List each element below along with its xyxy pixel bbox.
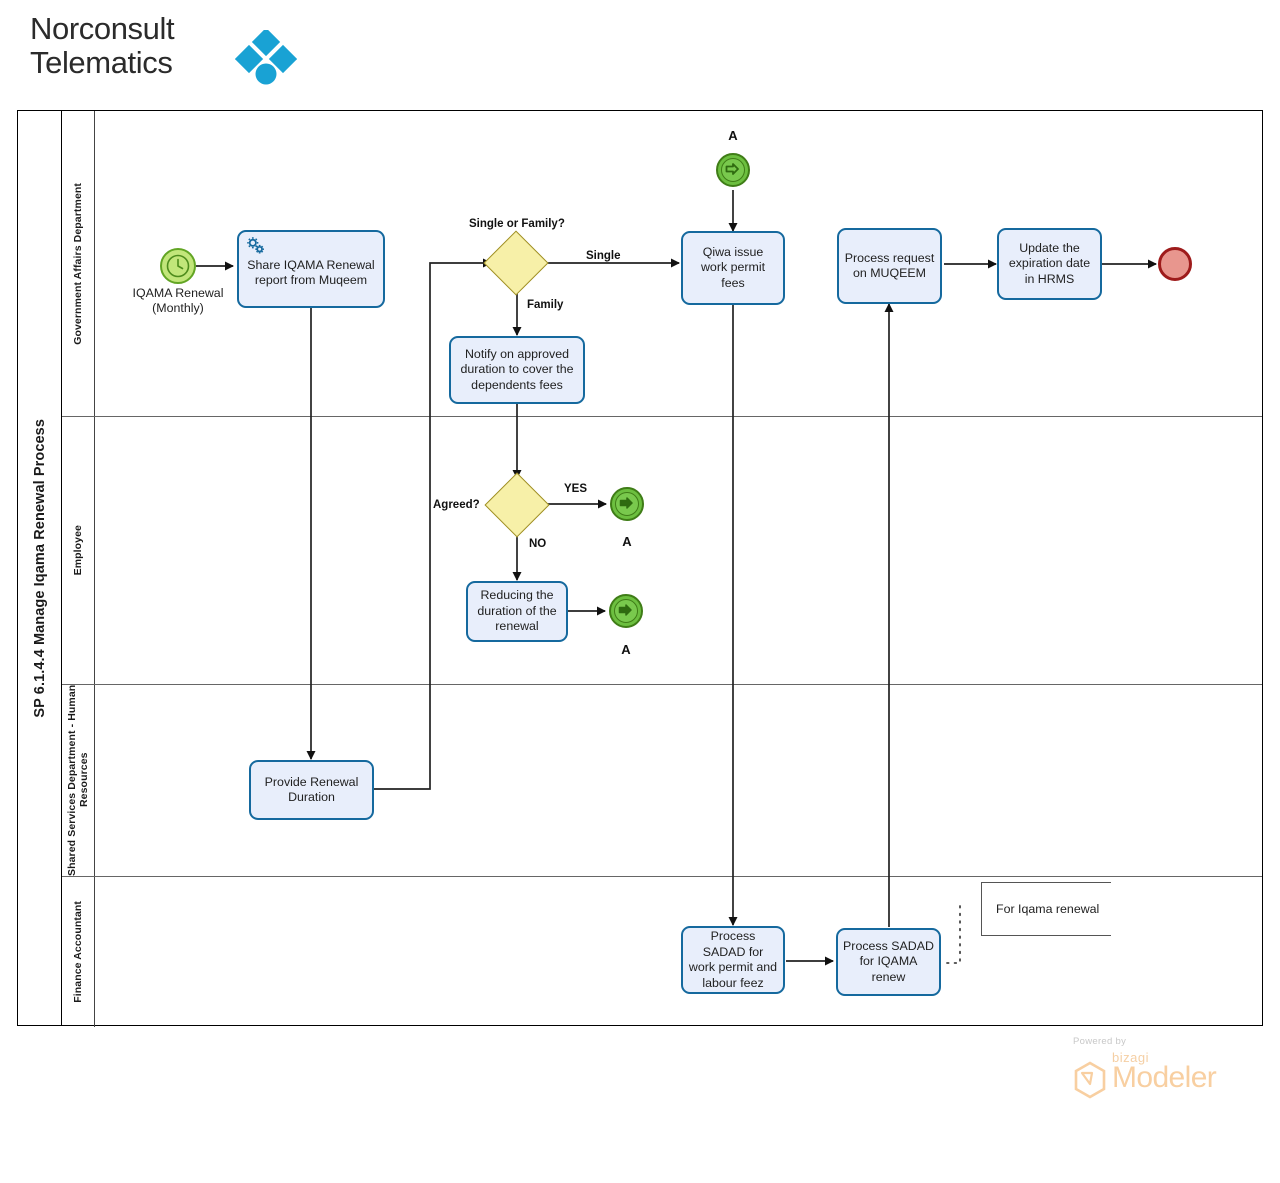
lane-finance-accountant: Finance Accountant (62, 876, 1264, 1027)
task-label-share-iqama-report: Share IQAMA Renewal report from Muqeem (247, 257, 375, 288)
footer-product: Modeler (1112, 1061, 1217, 1094)
lane-label-finance-accountant: Finance Accountant (72, 900, 84, 1003)
task-label-provide-renewal-duration: Provide Renewal Duration (264, 774, 359, 805)
flow-label-yes: YES (564, 483, 588, 495)
bizagi-footer: Powered by bizagi Modeler (1068, 1036, 1238, 1106)
lane-employee: Employee (62, 416, 1264, 684)
lane-government-affairs: Government Affairs Department (62, 111, 1264, 416)
lane-header-finance-accountant: Finance Accountant (62, 876, 95, 1027)
lane-label-shared-services: Shared Services Department - Human Resou… (66, 684, 90, 876)
lane-header-employee: Employee (62, 416, 95, 684)
diamond-cluster-icon (235, 30, 297, 85)
lane-divider-2 (62, 684, 1262, 685)
footer-brand: bizagi (1112, 1050, 1149, 1065)
task-process-sadad-work-permit[interactable]: Process SADAD for work permit and labour… (681, 926, 785, 994)
lane-label-employee: Employee (72, 524, 84, 576)
link-arrow-icon (615, 492, 639, 516)
flow-label-no: NO (529, 538, 547, 550)
flow-label-family: Family (527, 299, 564, 311)
task-label-process-request-muqeem: Process request on MUQEEM (844, 250, 935, 281)
lane-header-shared-services: Shared Services Department - Human Resou… (62, 684, 95, 876)
task-label-process-sadad-work-permit: Process SADAD for work permit and labour… (688, 929, 778, 990)
lane-label-government-affairs: Government Affairs Department (72, 182, 84, 345)
link-throw-event-a-yes-label: A (622, 534, 632, 549)
link-arrow-icon (614, 599, 638, 623)
logo-text: Norconsult Telematics (30, 11, 175, 80)
task-label-notify-approved-duration: Notify on approved duration to cover the… (460, 346, 574, 392)
task-process-request-muqeem[interactable]: Process request on MUQEEM (837, 228, 942, 304)
lane-divider-3 (62, 876, 1262, 877)
flow-label-single: Single (586, 250, 621, 262)
lane-header-government-affairs: Government Affairs Department (62, 111, 95, 416)
logo-text-line1: Norconsult (30, 11, 175, 46)
link-throw-event-a-yes[interactable] (610, 487, 644, 521)
task-label-process-sadad-iqama-renew: Process SADAD for IQAMA renew (843, 938, 934, 984)
pool-title-label: SP 6.1.4.4 Manage Iqama Renewal Process (31, 418, 48, 718)
text-annotation-label: For Iqama renewal (996, 902, 1100, 916)
task-label-qiwa-issue-work-permit-fees: Qiwa issue work permit fees (700, 244, 766, 290)
task-qiwa-issue-work-permit-fees[interactable]: Qiwa issue work permit fees (681, 231, 785, 305)
bizagi-hex-icon (1074, 1061, 1106, 1099)
lane-divider-1 (62, 416, 1262, 417)
pool-title: SP 6.1.4.4 Manage Iqama Renewal Process (18, 111, 62, 1025)
link-throw-event-a-reduce[interactable] (609, 594, 643, 628)
gears-icon (247, 237, 264, 254)
company-logo: Norconsult Telematics (30, 12, 300, 92)
logo-text-line2: Telematics (30, 45, 173, 80)
task-reducing-duration-renewal[interactable]: Reducing the duration of the renewal (466, 581, 568, 642)
clock-icon (166, 254, 190, 278)
timer-start-event[interactable] (160, 248, 196, 284)
lane-shared-services: Shared Services Department - Human Resou… (62, 684, 1264, 876)
link-catch-event-a-label: A (728, 128, 738, 143)
task-notify-approved-duration[interactable]: Notify on approved duration to cover the… (449, 336, 585, 404)
link-throw-event-a-reduce-label: A (621, 642, 631, 657)
task-share-iqama-report[interactable]: Share IQAMA Renewal report from Muqeem (237, 230, 385, 308)
text-annotation: For Iqama renewal (981, 882, 1111, 936)
link-catch-event-a[interactable] (716, 153, 750, 187)
task-provide-renewal-duration[interactable]: Provide Renewal Duration (249, 760, 374, 820)
footer-powered-by: Powered by (1073, 1036, 1127, 1047)
task-update-expiration-hrms[interactable]: Update the expiration date in HRMS (997, 228, 1102, 300)
gateway-label-agreed: Agreed? (433, 499, 480, 511)
task-label-reducing-duration-renewal: Reducing the duration of the renewal (477, 588, 557, 634)
link-arrow-icon (721, 158, 745, 182)
start-event-caption: IQAMA Renewal (Monthly) (108, 286, 248, 316)
start-event-caption-line2: (Monthly) (152, 301, 204, 315)
start-event-caption-line1: IQAMA Renewal (132, 286, 224, 300)
gateway-label-single-or-family: Single or Family? (469, 218, 565, 230)
task-process-sadad-iqama-renew[interactable]: Process SADAD for IQAMA renew (836, 928, 941, 996)
task-label-update-expiration-hrms: Update the expiration date in HRMS (1008, 240, 1091, 286)
end-event[interactable] (1158, 247, 1192, 281)
